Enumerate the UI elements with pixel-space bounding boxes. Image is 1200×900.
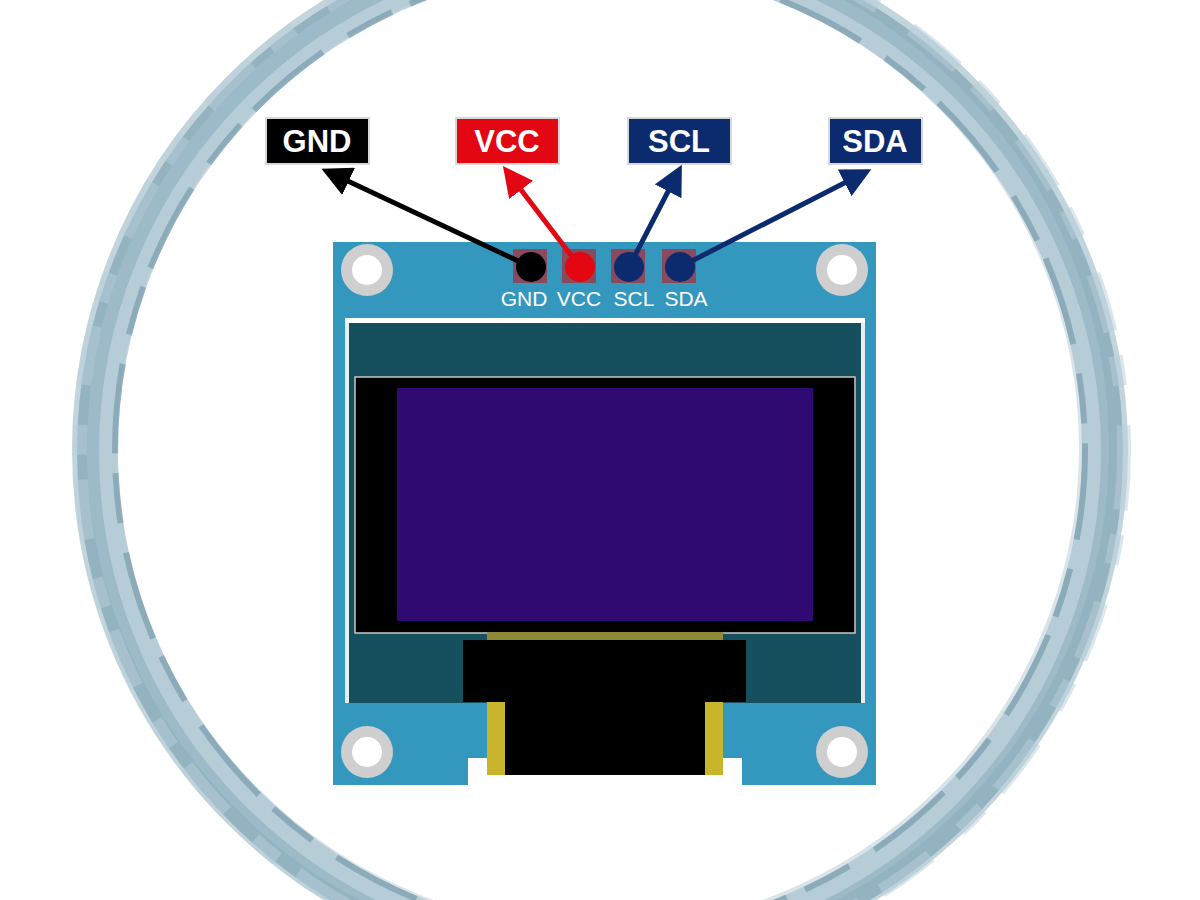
pin-callout-text: VCC	[474, 126, 539, 157]
pin-callout-text: SDA	[842, 126, 907, 157]
pin-callout-box: VCC	[455, 117, 560, 165]
pin-callout-box: SCL	[627, 117, 732, 165]
pin-callout-text: SCL	[648, 126, 710, 157]
pin-name: VCC	[557, 288, 601, 309]
pin-callout-text: GND	[283, 126, 352, 157]
pin-callout-box: GND	[265, 117, 370, 165]
pin-callout-box: SDA	[828, 117, 923, 165]
pin-name: SDA	[664, 288, 707, 309]
pin-name: SCL	[614, 288, 655, 309]
pin-name: GND	[501, 288, 548, 309]
